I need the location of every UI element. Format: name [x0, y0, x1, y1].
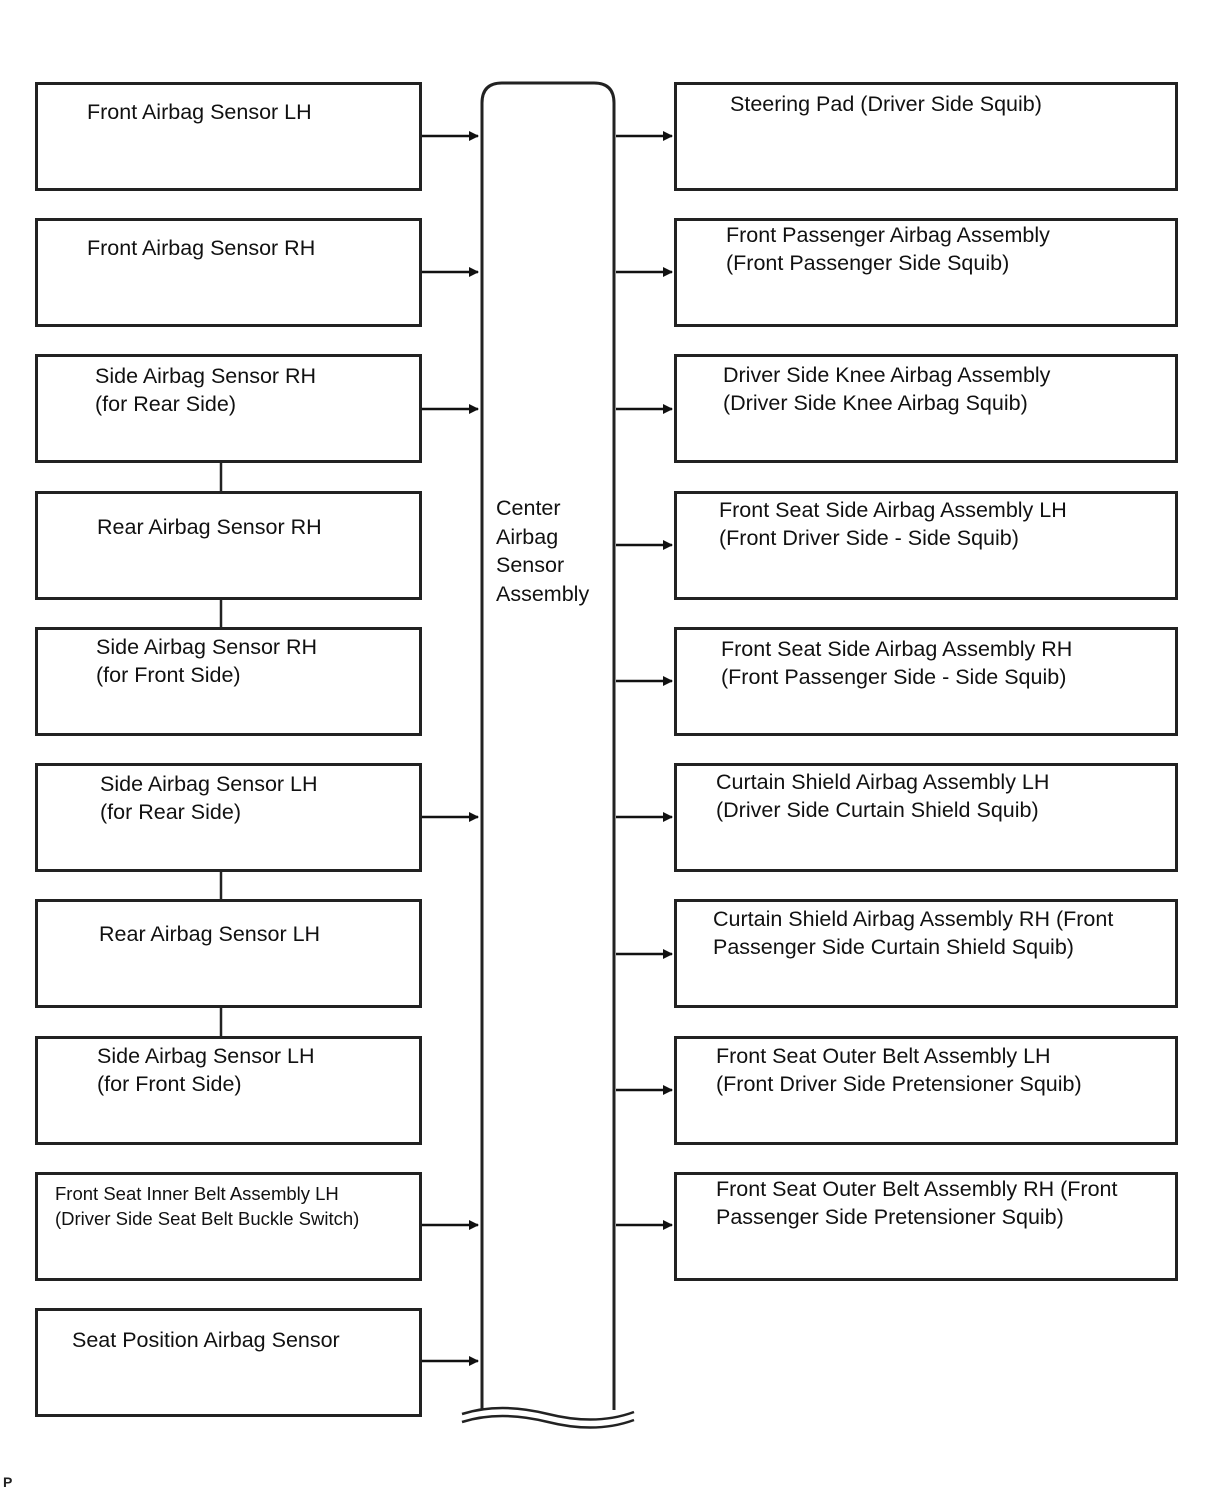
input-box-front-airbag-sensor-rh: Front Airbag Sensor RH	[35, 218, 422, 327]
input-label: Side Airbag Sensor LH (for Rear Side)	[100, 772, 318, 824]
output-box-driver-knee-airbag: Driver Side Knee Airbag Assembly (Driver…	[674, 354, 1178, 463]
center-bus-break	[461, 1406, 635, 1421]
corner-mark: P	[3, 1474, 13, 1490]
output-label: Front Seat Side Airbag Assembly RH (Fron…	[721, 637, 1073, 689]
output-box-front-seat-outer-belt-rh: Front Seat Outer Belt Assembly RH (Front…	[674, 1172, 1178, 1281]
input-box-rear-airbag-sensor-rh: Rear Airbag Sensor RH	[35, 491, 422, 600]
output-label: Driver Side Knee Airbag Assembly (Driver…	[723, 363, 1051, 415]
input-label: Side Airbag Sensor RH (for Rear Side)	[95, 364, 317, 416]
output-box-front-seat-side-airbag-lh: Front Seat Side Airbag Assembly LH (Fron…	[674, 491, 1178, 600]
input-label: Rear Airbag Sensor LH	[99, 922, 321, 946]
input-box-side-airbag-sensor-lh-rear: Side Airbag Sensor LH (for Rear Side)	[35, 763, 422, 872]
output-label: Front Seat Outer Belt Assembly LH (Front…	[716, 1044, 1082, 1096]
output-box-steering-pad: Steering Pad (Driver Side Squib)	[674, 82, 1178, 191]
input-label: Front Seat Inner Belt Assembly LH (Drive…	[55, 1183, 360, 1229]
input-box-front-airbag-sensor-lh: Front Airbag Sensor LH	[35, 82, 422, 191]
center-bus-outline	[480, 81, 616, 1410]
input-label: Seat Position Airbag Sensor	[72, 1328, 340, 1352]
output-label: Curtain Shield Airbag Assembly LH (Drive…	[716, 770, 1050, 822]
output-box-curtain-shield-airbag-rh: Curtain Shield Airbag Assembly RH (Front…	[674, 899, 1178, 1008]
output-box-curtain-shield-airbag-lh: Curtain Shield Airbag Assembly LH (Drive…	[674, 763, 1178, 872]
input-box-rear-airbag-sensor-lh: Rear Airbag Sensor LH	[35, 899, 422, 1008]
input-box-side-airbag-sensor-lh-front: Side Airbag Sensor LH (for Front Side)	[35, 1036, 422, 1145]
center-bus-break	[461, 1414, 635, 1429]
input-box-side-airbag-sensor-rh-rear: Side Airbag Sensor RH (for Rear Side)	[35, 354, 422, 463]
input-label: Side Airbag Sensor RH (for Front Side)	[96, 635, 318, 687]
input-label: Front Airbag Sensor LH	[87, 100, 312, 124]
output-label: Front Seat Outer Belt Assembly RH (Front…	[716, 1177, 1118, 1229]
output-label: Curtain Shield Airbag Assembly RH (Front…	[713, 907, 1114, 959]
input-label: Side Airbag Sensor LH (for Front Side)	[97, 1044, 315, 1096]
output-label: Front Seat Side Airbag Assembly LH (Fron…	[719, 498, 1067, 550]
output-box-front-passenger-airbag: Front Passenger Airbag Assembly (Front P…	[674, 218, 1178, 327]
output-box-front-seat-side-airbag-rh: Front Seat Side Airbag Assembly RH (Fron…	[674, 627, 1178, 736]
input-label: Front Airbag Sensor RH	[87, 236, 316, 260]
input-label: Rear Airbag Sensor RH	[97, 515, 322, 539]
output-label: Front Passenger Airbag Assembly (Front P…	[726, 223, 1050, 275]
center-airbag-sensor-label: Center Airbag Sensor Assembly	[496, 496, 590, 606]
output-label: Steering Pad (Driver Side Squib)	[730, 92, 1042, 116]
input-box-front-seat-inner-belt-lh: Front Seat Inner Belt Assembly LH (Drive…	[35, 1172, 422, 1281]
output-box-front-seat-outer-belt-lh: Front Seat Outer Belt Assembly LH (Front…	[674, 1036, 1178, 1145]
input-box-seat-position-airbag-sensor: Seat Position Airbag Sensor	[35, 1308, 422, 1417]
input-box-side-airbag-sensor-rh-front: Side Airbag Sensor RH (for Front Side)	[35, 627, 422, 736]
